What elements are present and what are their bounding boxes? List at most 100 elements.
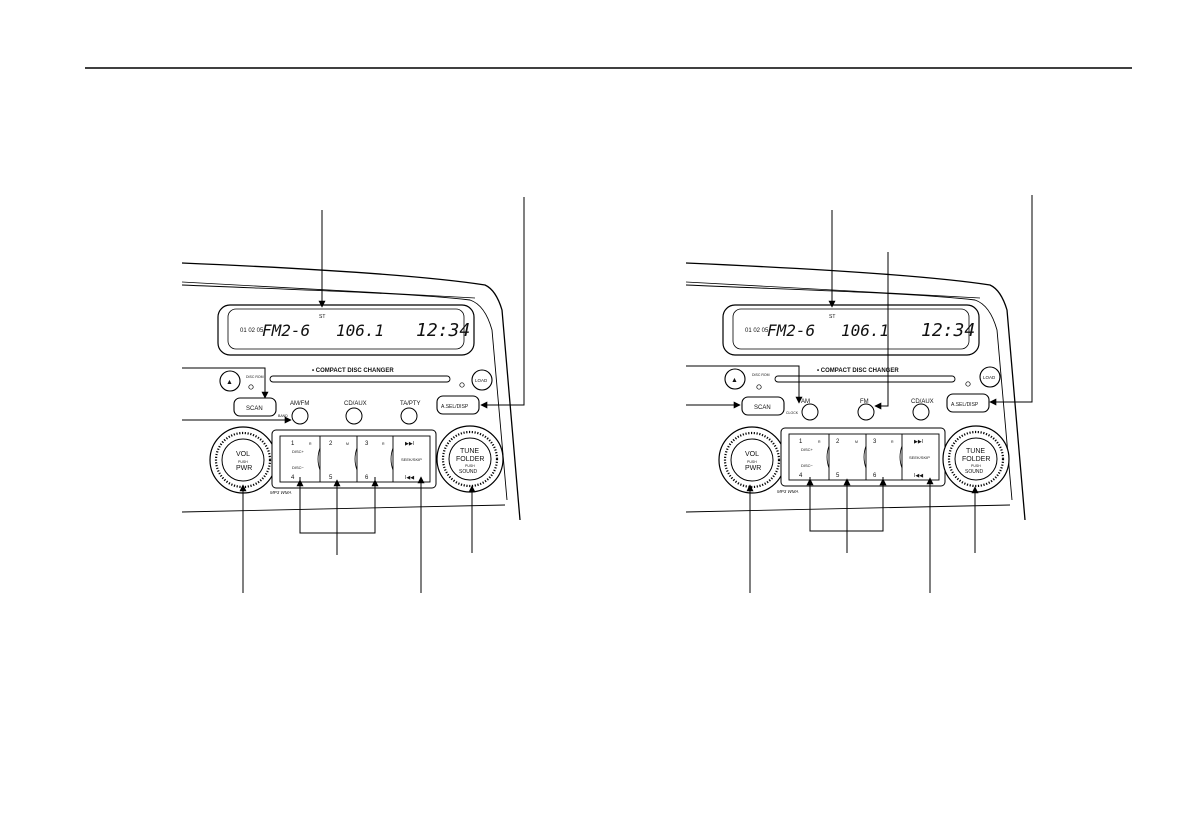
svg-text:PWR: PWR xyxy=(236,465,252,472)
svg-text:M: M xyxy=(346,442,349,446)
disc-down-label: DISC− xyxy=(292,465,305,470)
svg-text:SCAN: SCAN xyxy=(246,406,263,412)
preset-3[interactable]: 3 xyxy=(873,439,877,445)
svg-text:TUNE: TUNE xyxy=(460,448,479,455)
svg-text:SOUND: SOUND xyxy=(965,469,983,475)
cd-aux-label: CD/AUX xyxy=(344,401,367,407)
skip-forward-icon[interactable]: ▶▶I xyxy=(405,441,414,447)
disc-up-label: DISC+ xyxy=(292,449,305,454)
disc-indicator-label: DISC ROM xyxy=(246,375,264,379)
cd-changer-label: • COMPACT DISC CHANGER xyxy=(312,368,394,374)
svg-text:LOAD: LOAD xyxy=(475,378,488,383)
display-screen xyxy=(217,304,475,356)
asel-disp-button[interactable] xyxy=(436,395,480,415)
skip-back-icon[interactable]: I◀◀ xyxy=(914,473,923,479)
disc-indicator-label: DISC ROM xyxy=(752,373,770,377)
band-sub-label: BAND xyxy=(278,414,288,418)
tune-knob[interactable]: TUNE FOLDER PUSH SOUND xyxy=(436,425,504,493)
skip-forward-icon[interactable]: ▶▶I xyxy=(914,439,923,445)
svg-text:FOLDER: FOLDER xyxy=(456,456,484,463)
svg-text:R: R xyxy=(309,442,312,446)
svg-text:▲: ▲ xyxy=(226,379,233,386)
svg-text:R: R xyxy=(382,442,385,446)
preset-6[interactable]: 6 xyxy=(365,475,369,481)
preset-2[interactable]: 2 xyxy=(329,441,333,447)
preset-1[interactable]: 1 xyxy=(291,441,295,447)
load-button[interactable] xyxy=(979,366,1001,388)
svg-text:PWR: PWR xyxy=(745,465,761,472)
preset-4[interactable]: 4 xyxy=(291,475,295,481)
cd-slot xyxy=(774,375,956,383)
am-fm-button[interactable] xyxy=(291,407,309,425)
svg-text:PUSH: PUSH xyxy=(747,460,757,464)
volume-knob[interactable]: VOL PUSH PWR xyxy=(209,426,277,494)
eject-button[interactable] xyxy=(724,368,746,390)
cd-aux-button[interactable] xyxy=(345,407,363,425)
cd-aux-button[interactable] xyxy=(912,403,930,421)
svg-text:A.SEL/DISP: A.SEL/DISP xyxy=(951,402,979,408)
svg-text:M: M xyxy=(855,440,858,444)
display-station: FM2-6 xyxy=(767,321,815,340)
ta-pty-label: TA/PTY xyxy=(400,401,421,407)
skip-back-icon[interactable]: I◀◀ xyxy=(405,475,414,481)
eject-button[interactable] xyxy=(219,370,241,392)
svg-text:PUSH: PUSH xyxy=(971,464,981,468)
stereo-indicator: ST xyxy=(319,314,325,320)
preset-6[interactable]: 6 xyxy=(873,473,877,479)
display-clock: 12:34 xyxy=(416,320,470,341)
format-label: MP3 WMA xyxy=(270,490,292,495)
fm-label: FM xyxy=(860,399,869,405)
seek-skip-label: SEEK/SKIP xyxy=(401,457,422,462)
volume-knob[interactable]: VOL PUSH PWR xyxy=(718,426,786,494)
svg-text:PUSH: PUSH xyxy=(465,464,475,468)
svg-text:SCAN: SCAN xyxy=(754,405,771,411)
ta-pty-button[interactable] xyxy=(400,407,418,425)
preset-3[interactable]: 3 xyxy=(365,441,369,447)
display-band-icons: 01 02 05 xyxy=(745,328,769,334)
svg-text:R: R xyxy=(891,440,894,444)
preset-panel xyxy=(271,429,437,489)
preset-1[interactable]: 1 xyxy=(799,439,803,445)
callout-lines-right xyxy=(686,195,1033,593)
display-frequency: 106.1 xyxy=(841,321,889,340)
display-band-icons: 01 02 05 xyxy=(240,328,264,334)
scan-button[interactable] xyxy=(233,397,277,417)
am-button[interactable] xyxy=(801,403,819,421)
display-frequency: 106.1 xyxy=(336,321,384,340)
scan-button[interactable] xyxy=(741,396,785,416)
load-indicator-led xyxy=(965,381,971,387)
load-button[interactable] xyxy=(471,369,493,391)
am-fm-label: AM/FM xyxy=(290,401,309,407)
svg-text:VOL: VOL xyxy=(745,451,759,458)
display-clock: 12:34 xyxy=(921,320,975,341)
svg-text:FOLDER: FOLDER xyxy=(962,456,990,463)
svg-text:PUSH: PUSH xyxy=(238,460,248,464)
clock-sub-label: CLOCK xyxy=(786,411,799,415)
disc-indicator-led xyxy=(248,384,254,390)
preset-5[interactable]: 5 xyxy=(329,475,333,481)
callout-lines-left xyxy=(182,197,525,593)
disc-up-label: DISC+ xyxy=(801,447,814,452)
fm-button[interactable] xyxy=(857,403,875,421)
format-label: MP3 WMA xyxy=(777,489,799,494)
cd-changer-label: • COMPACT DISC CHANGER xyxy=(817,368,899,374)
radio-panel-left: 01 02 05 FM2-6 106.1 12:34 ST • COMPACT … xyxy=(181,197,525,593)
svg-text:A.SEL/DISP: A.SEL/DISP xyxy=(441,404,469,410)
preset-2[interactable]: 2 xyxy=(836,439,840,445)
display-station: FM2-6 xyxy=(262,321,310,340)
stereo-indicator: ST xyxy=(829,314,835,320)
cd-slot xyxy=(269,375,451,383)
preset-4[interactable]: 4 xyxy=(799,473,803,479)
svg-text:▲: ▲ xyxy=(731,377,738,384)
svg-text:R: R xyxy=(818,440,821,444)
svg-text:VOL: VOL xyxy=(236,451,250,458)
preset-5[interactable]: 5 xyxy=(836,473,840,479)
load-indicator-led xyxy=(459,382,465,388)
svg-text:LOAD: LOAD xyxy=(983,375,996,380)
asel-disp-button[interactable] xyxy=(946,393,990,413)
display-screen xyxy=(722,304,980,356)
tune-knob[interactable]: TUNE FOLDER PUSH SOUND xyxy=(942,425,1010,493)
seek-skip-label: SEEK/SKIP xyxy=(909,455,930,460)
svg-text:SOUND: SOUND xyxy=(459,469,477,475)
